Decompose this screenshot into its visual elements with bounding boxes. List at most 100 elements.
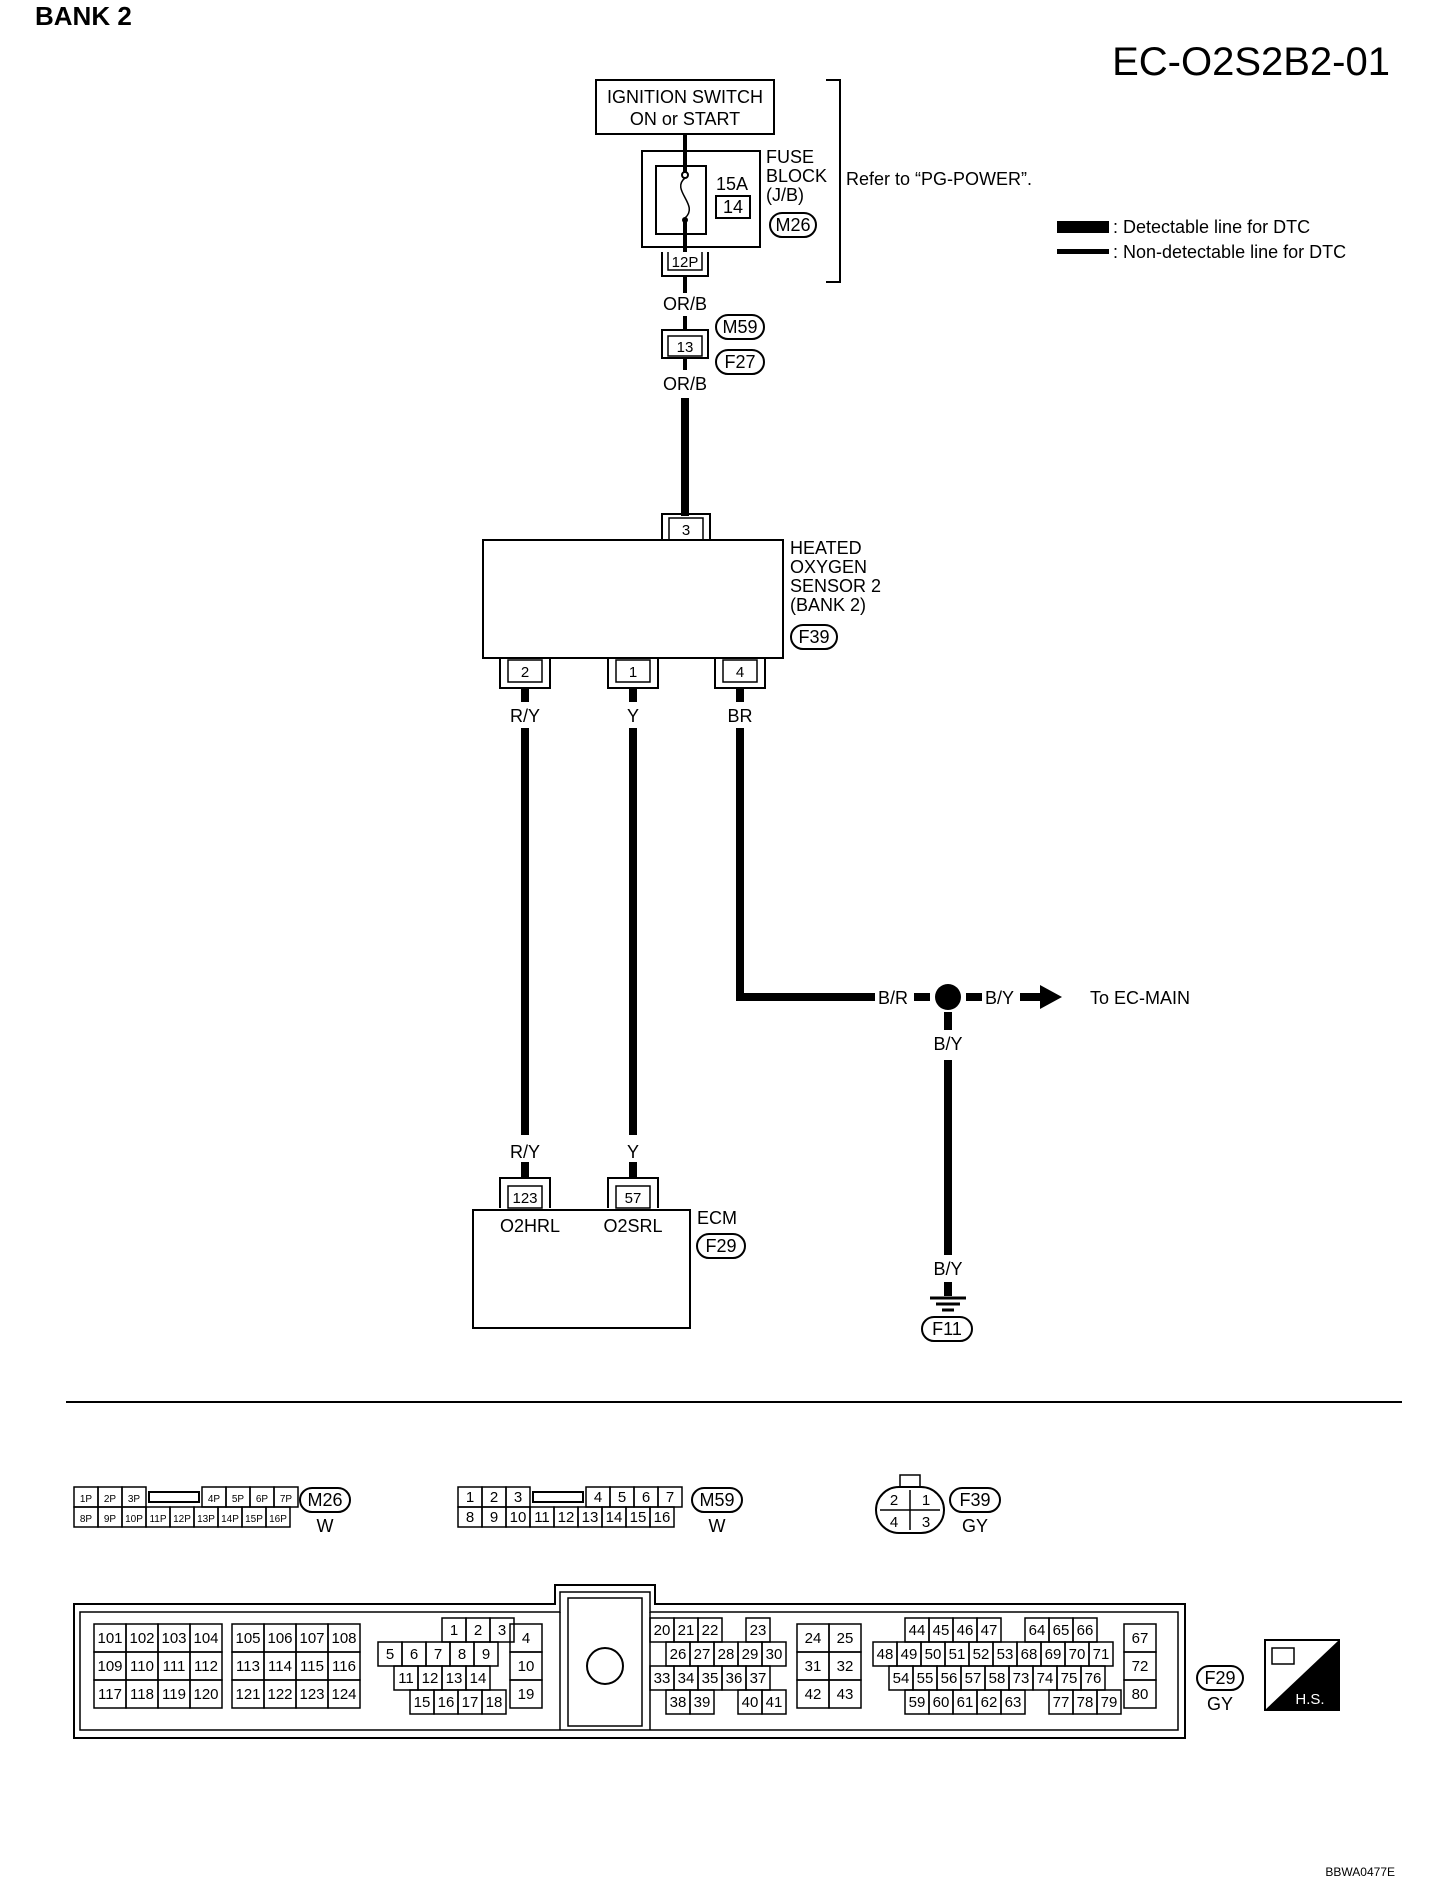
- pin-label: 5P: [232, 1494, 245, 1505]
- f29-name: F29: [1204, 1668, 1235, 1688]
- pin-cell: [509, 1679, 543, 1709]
- pin-label: 6: [410, 1646, 418, 1663]
- pin-label: 52: [973, 1646, 990, 1663]
- pin-label: 40: [742, 1694, 759, 1711]
- pin-label: 124: [331, 1686, 356, 1703]
- pin-label: 57: [965, 1670, 982, 1687]
- f39-pin-1: 1: [922, 1492, 930, 1509]
- connector-icon: [1271, 1647, 1295, 1665]
- pin-label: 14: [470, 1670, 487, 1687]
- wire-ry-bottom: R/Y: [510, 1142, 540, 1162]
- pin-label: 79: [1101, 1694, 1118, 1711]
- pin-label: 8: [458, 1646, 466, 1663]
- pin-label: 11: [398, 1670, 414, 1687]
- pin-label: 19: [518, 1686, 535, 1703]
- pin-label: 12: [422, 1670, 439, 1687]
- pin-cell: [189, 1679, 223, 1709]
- pin-label: 43: [837, 1686, 854, 1703]
- pin-cell: [828, 1679, 862, 1709]
- arrow-right-icon: [1040, 985, 1062, 1009]
- pin-label: 9P: [104, 1514, 117, 1525]
- harness-side-badge: H.S.: [1264, 1639, 1340, 1711]
- fuse-number: 14: [723, 197, 743, 217]
- fuse-label-3: (J/B): [766, 185, 804, 205]
- fuse-icon: [679, 177, 691, 219]
- pin-label: 55: [917, 1670, 934, 1687]
- pin-label: 64: [1029, 1622, 1046, 1639]
- ecm-signal-o2hrl: O2HRL: [500, 1216, 560, 1236]
- pin-label: 119: [162, 1686, 186, 1703]
- pin-label: 3: [514, 1489, 522, 1506]
- pin-label: 11P: [149, 1514, 166, 1525]
- non-detectable-line-swatch: [1057, 249, 1109, 254]
- pin-label: 11: [534, 1509, 550, 1526]
- legend: : Detectable line for DTC : Non-detectab…: [1057, 217, 1346, 262]
- sensor-pin-4: 4: [736, 664, 744, 681]
- pin-label: 17: [462, 1694, 479, 1711]
- pin-label: 14P: [221, 1514, 239, 1525]
- sensor-line2: OXYGEN: [790, 557, 867, 577]
- pin-label: 118: [130, 1686, 154, 1703]
- joint-connector: 13 M59 F27: [661, 314, 765, 375]
- pin-label: 102: [129, 1630, 154, 1647]
- pin-label: 67: [1132, 1630, 1149, 1647]
- pin-label: 45: [933, 1622, 950, 1639]
- f39-name: F39: [959, 1490, 990, 1510]
- bank-title: BANK 2: [35, 1, 132, 31]
- pin-label: 6P: [256, 1494, 269, 1505]
- pin-label: 2: [474, 1622, 482, 1639]
- pin-label: 76: [1085, 1670, 1102, 1687]
- pin-label: 12P: [173, 1514, 191, 1525]
- joint-conn-bottom: F27: [724, 352, 755, 372]
- pin-label: 13: [582, 1509, 599, 1526]
- legend-non-detectable: : Non-detectable line for DTC: [1113, 242, 1346, 262]
- pin-label: 105: [235, 1630, 260, 1647]
- pin-label: 48: [877, 1646, 894, 1663]
- f39-pin-4: 4: [890, 1514, 898, 1531]
- joint-terminal: 13: [677, 339, 694, 356]
- pin-label: 117: [98, 1686, 122, 1703]
- f39-pin-3: 3: [922, 1514, 930, 1531]
- pin-label: 78: [1077, 1694, 1094, 1711]
- wire-by-ground: B/Y: [933, 1259, 962, 1279]
- pin-label: 71: [1093, 1646, 1110, 1663]
- pin-label: 10: [518, 1658, 535, 1675]
- sensor-line3: SENSOR 2: [790, 576, 881, 596]
- m26-name: M26: [307, 1490, 342, 1510]
- pin-label: 23: [750, 1622, 767, 1639]
- pin-label: 8: [466, 1509, 474, 1526]
- pin-label: 36: [726, 1670, 743, 1687]
- pin-label: 121: [235, 1686, 260, 1703]
- pin-label: 18: [486, 1694, 503, 1711]
- pin-label: 5: [618, 1489, 626, 1506]
- pin-label: 22: [702, 1622, 719, 1639]
- pin-cell: [649, 1506, 675, 1528]
- pin-label: 4P: [208, 1494, 221, 1505]
- pin-label: 68: [1021, 1646, 1038, 1663]
- pin-label: 58: [989, 1670, 1006, 1687]
- wire-orb-1: OR/B: [663, 294, 707, 314]
- f29-color: GY: [1207, 1694, 1233, 1714]
- f39-color: GY: [962, 1516, 988, 1536]
- fuse-amps: 15A: [716, 174, 748, 194]
- connector-latch: [148, 1491, 200, 1503]
- pin-label: 112: [194, 1658, 218, 1675]
- pin-label: 35: [702, 1670, 719, 1687]
- fuse-block: 15A 14 FUSE BLOCK (J/B) M26 12P Refer to…: [641, 79, 1032, 283]
- pin-label: 61: [957, 1694, 974, 1711]
- ignition-line1: IGNITION SWITCH: [607, 87, 763, 107]
- connector-f39-face: 2 1 4 3: [875, 1474, 945, 1534]
- pin-label: 56: [941, 1670, 958, 1687]
- pin-label: 25: [837, 1630, 854, 1647]
- ecm-pin-57: 57: [625, 1190, 642, 1207]
- joint-conn-top: M59: [722, 317, 757, 337]
- pin-label: 1: [450, 1622, 458, 1639]
- pin-label: 16: [654, 1509, 671, 1526]
- pin-label: 77: [1053, 1694, 1070, 1711]
- pin-label: 1: [466, 1489, 474, 1506]
- pin-cell: [1096, 1689, 1122, 1715]
- pin-label: 3P: [128, 1494, 141, 1505]
- pin-label: 113: [236, 1658, 260, 1675]
